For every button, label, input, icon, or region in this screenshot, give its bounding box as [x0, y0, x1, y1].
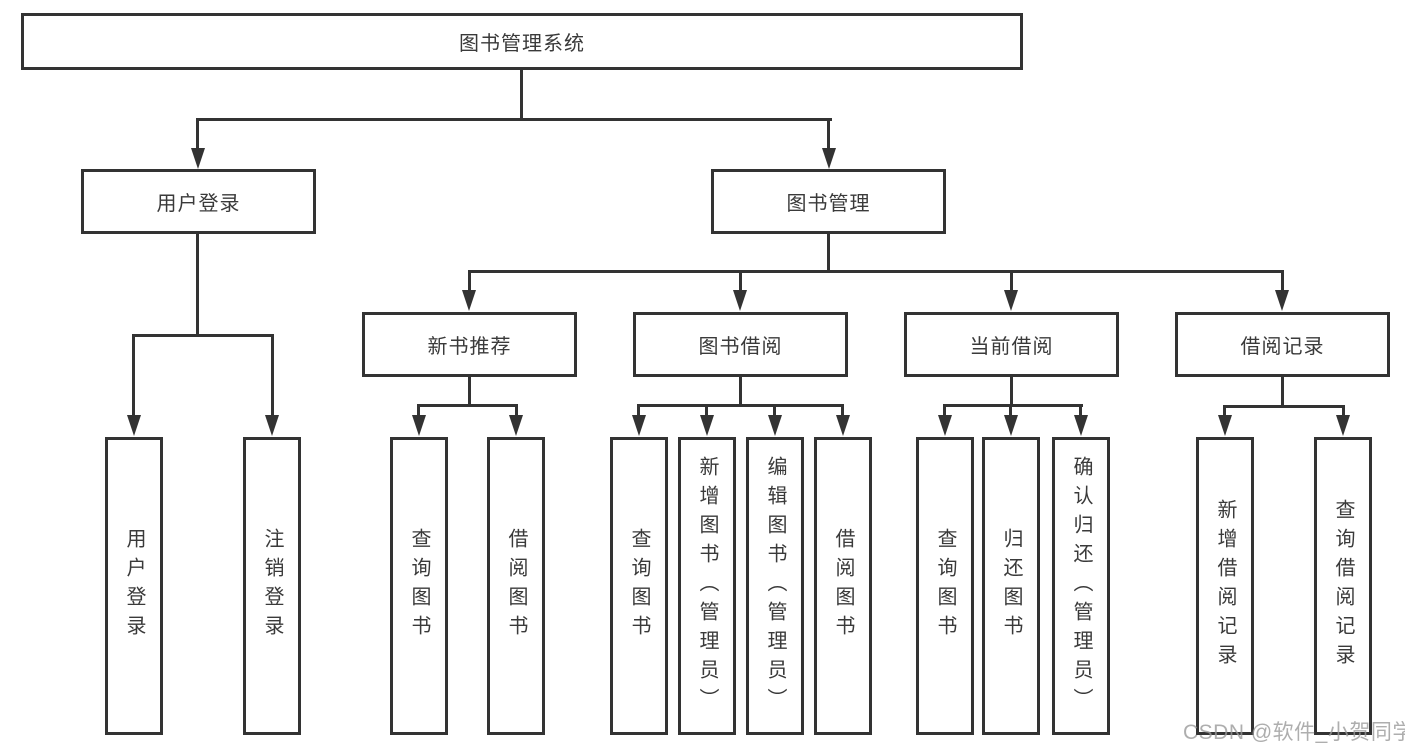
connector-recommend-hline [417, 404, 518, 407]
connector-leaf-shaft [468, 270, 471, 296]
leaf-confirm-return-admin-label: 确认归还（管理员） [1070, 455, 1092, 717]
node-book-management: 图书管理 [711, 169, 946, 234]
leaf-query-books-current: 查询图书 [916, 437, 974, 735]
connector-current-vline [1010, 377, 1013, 407]
leaf-borrow-books-recommend-label: 借阅图书 [505, 528, 527, 644]
leaf-query-books-recommend-label: 查询图书 [408, 528, 430, 644]
leaf-add-books-admin-label: 新增图书（管理员） [696, 455, 718, 717]
connector-root-vline [520, 70, 523, 120]
arrow-down-icon [1004, 290, 1018, 311]
arrow-down-icon [509, 415, 523, 436]
leaf-borrow-books-borrowing: 借阅图书 [814, 437, 872, 735]
leaf-query-borrow-record-label: 查询借阅记录 [1332, 499, 1354, 673]
connector-leaf-shaft [739, 270, 742, 296]
connector-borrowing-vline [739, 377, 742, 407]
connector-leaf-shaft [841, 404, 844, 420]
leaf-edit-books-admin: 编辑图书（管理员） [746, 437, 804, 735]
connector-user-vline [196, 234, 199, 337]
arrow-down-icon [462, 290, 476, 311]
connector-leaf-shaft [1223, 405, 1226, 420]
leaf-logout: 注销登录 [243, 437, 301, 735]
connector-records-hline [1223, 405, 1344, 408]
connector-leaf-shaft [132, 334, 135, 418]
arrow-down-icon [938, 415, 952, 436]
connector-user-login-shaft [196, 118, 199, 150]
connector-leaf-shaft [1342, 405, 1345, 420]
leaf-query-books-current-label: 查询图书 [934, 528, 956, 644]
connector-leaf-shaft [1009, 404, 1012, 420]
leaf-return-books: 归还图书 [982, 437, 1040, 735]
node-book-management-label: 图书管理 [786, 193, 871, 215]
connector-user-hline [132, 334, 274, 337]
node-book-borrowing-label: 图书借阅 [698, 336, 783, 358]
leaf-user-login: 用户登录 [105, 437, 163, 735]
connector-leaf-shaft [515, 404, 518, 420]
leaf-add-books-admin: 新增图书（管理员） [678, 437, 736, 735]
arrow-down-icon [632, 415, 646, 436]
node-user-login-label: 用户登录 [156, 193, 241, 215]
node-new-book-recommend-label: 新书推荐 [427, 336, 512, 358]
connector-borrowing-hline [637, 404, 844, 407]
arrow-down-icon [127, 415, 141, 436]
arrow-down-icon [191, 148, 205, 169]
leaf-edit-books-admin-label: 编辑图书（管理员） [764, 455, 786, 717]
node-book-borrowing: 图书借阅 [633, 312, 848, 377]
leaf-query-books-recommend: 查询图书 [390, 437, 448, 735]
node-borrowing-records: 借阅记录 [1175, 312, 1390, 377]
node-user-login: 用户登录 [81, 169, 316, 234]
arrow-down-icon [733, 290, 747, 311]
arrow-down-icon [700, 415, 714, 436]
connector-mgmt-hline [468, 270, 1284, 273]
connector-leaf-shaft [1010, 270, 1013, 296]
arrow-down-icon [1218, 415, 1232, 436]
leaf-add-borrow-record-label: 新增借阅记录 [1214, 499, 1236, 673]
connector-leaf-shaft [271, 334, 274, 418]
arrow-down-icon [265, 415, 279, 436]
connector-leaf-shaft [1281, 270, 1284, 296]
leaf-add-borrow-record: 新增借阅记录 [1196, 437, 1254, 735]
leaf-query-books-borrowing-label: 查询图书 [628, 528, 650, 644]
csdn-watermark: CSDN @软件_小贺同学 [1183, 721, 1405, 744]
arrow-down-icon [1275, 290, 1289, 311]
connector-leaf-shaft [417, 404, 420, 420]
connector-mgmt-vline [827, 234, 830, 272]
arrow-down-icon [768, 415, 782, 436]
connector-leaf-shaft [943, 404, 946, 420]
arrow-down-icon [822, 148, 836, 169]
leaf-return-books-label: 归还图书 [1000, 528, 1022, 644]
connector-leaf-shaft [773, 404, 776, 420]
leaf-query-borrow-record: 查询借阅记录 [1314, 437, 1372, 735]
connector-recommend-vline [468, 377, 471, 407]
node-current-borrowing: 当前借阅 [904, 312, 1119, 377]
leaf-user-login-label: 用户登录 [123, 528, 145, 644]
connector-leaf-shaft [637, 404, 640, 420]
connector-current-hline [943, 404, 1083, 407]
leaf-logout-label: 注销登录 [261, 528, 283, 644]
leaf-confirm-return-admin: 确认归还（管理员） [1052, 437, 1110, 735]
arrow-down-icon [412, 415, 426, 436]
arrow-down-icon [1336, 415, 1350, 436]
arrow-down-icon [1074, 415, 1088, 436]
node-root: 图书管理系统 [21, 13, 1023, 70]
connector-book-mgmt-shaft [827, 118, 830, 150]
node-root-label: 图书管理系统 [459, 33, 585, 55]
arrow-down-icon [1004, 415, 1018, 436]
connector-root-hline [196, 118, 832, 121]
leaf-borrow-books-borrowing-label: 借阅图书 [832, 528, 854, 644]
arrow-down-icon [836, 415, 850, 436]
connector-records-vline [1281, 377, 1284, 408]
leaf-query-books-borrowing: 查询图书 [610, 437, 668, 735]
leaf-borrow-books-recommend: 借阅图书 [487, 437, 545, 735]
node-current-borrowing-label: 当前借阅 [969, 336, 1054, 358]
node-new-book-recommend: 新书推荐 [362, 312, 577, 377]
connector-leaf-shaft [1079, 404, 1082, 420]
node-borrowing-records-label: 借阅记录 [1240, 336, 1325, 358]
connector-leaf-shaft [705, 404, 708, 420]
